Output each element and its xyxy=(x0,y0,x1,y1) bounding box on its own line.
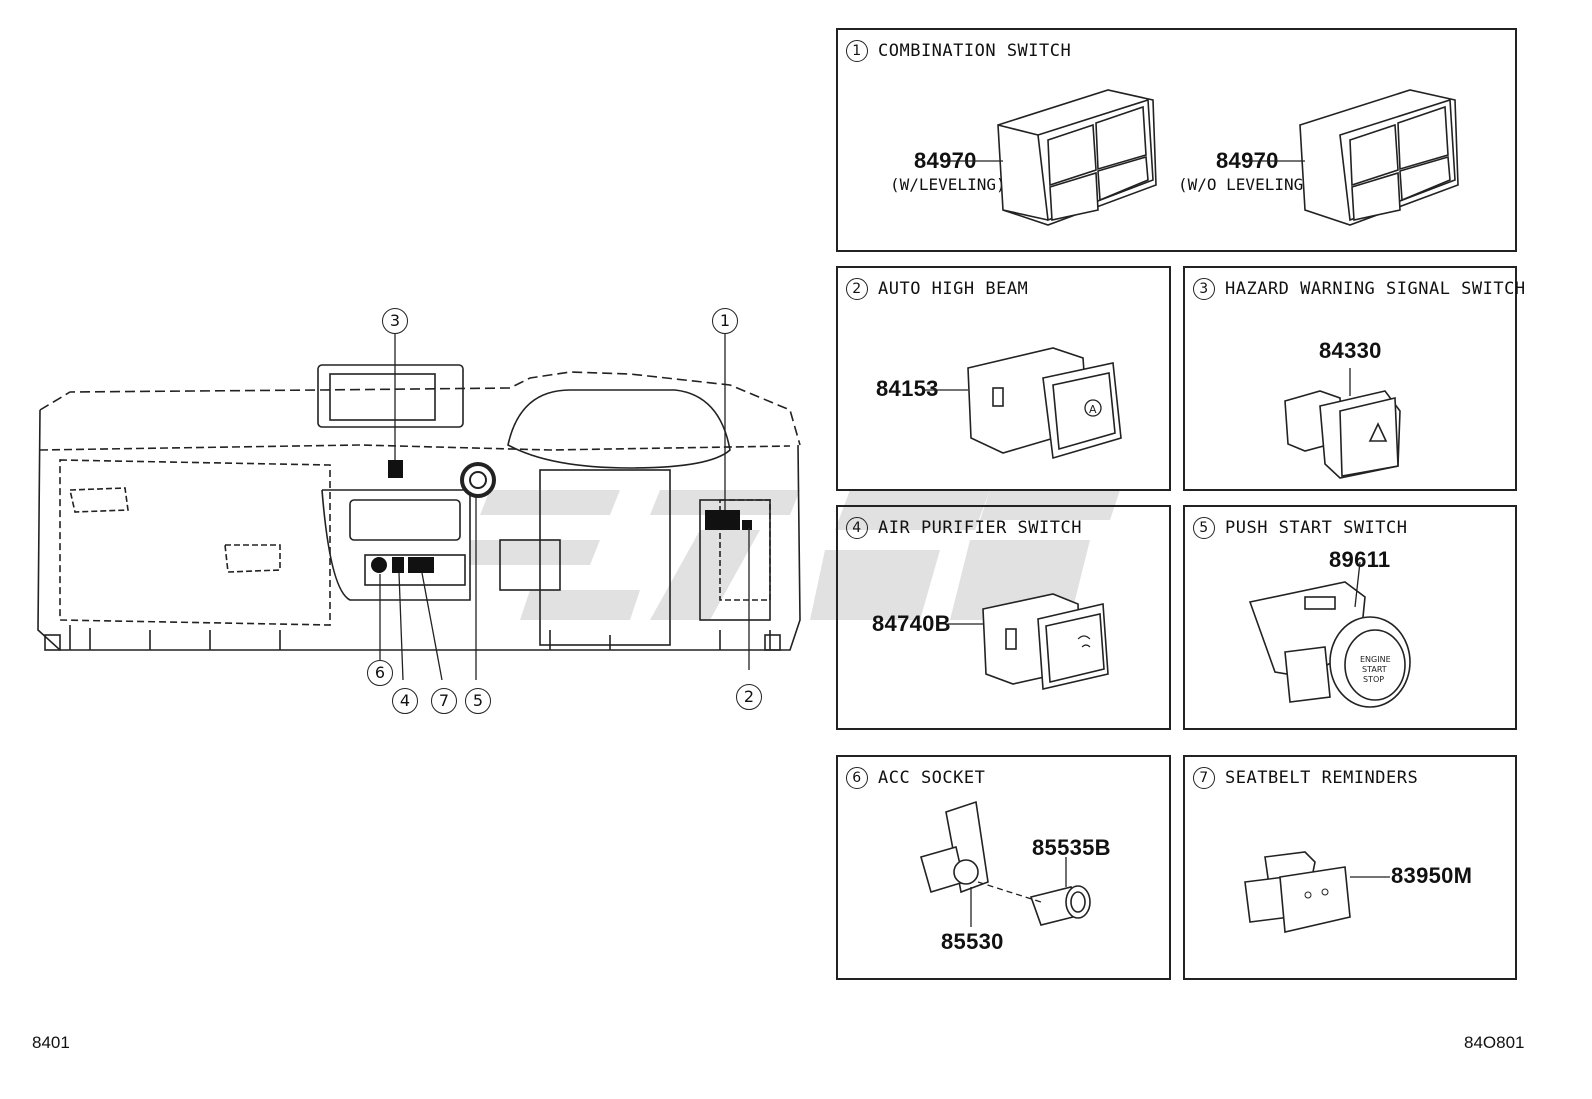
part-number: 83950M xyxy=(1391,863,1473,888)
svg-text:STOP: STOP xyxy=(1363,675,1384,684)
panel-number: 5 xyxy=(1193,517,1215,539)
panel-title-text: HAZARD WARNING SIGNAL SWITCH xyxy=(1225,279,1526,299)
panel-title: 4 AIR PURIFIER SWITCH xyxy=(846,517,1082,539)
panel-title: 2 AUTO HIGH BEAM xyxy=(846,278,1028,300)
panel-title-text: ACC SOCKET xyxy=(878,768,986,788)
push-start-switch-icon: ENGINE START STOP xyxy=(1248,561,1411,708)
part-number: 85535B xyxy=(1032,835,1111,860)
part-note: (W/O LEVELING) xyxy=(1178,175,1313,194)
svg-text:START: START xyxy=(1362,665,1387,674)
acc-socket-icon xyxy=(920,800,1091,927)
panel-number: 4 xyxy=(846,517,868,539)
panel-title-text: SEATBELT REMINDERS xyxy=(1225,768,1419,788)
dashboard-overview-drawing xyxy=(37,332,801,681)
auto-high-beam-switch-icon: A xyxy=(923,347,1122,460)
panel-hazard-warning-switch: 3 HAZARD WARNING SIGNAL SWITCH 84330 xyxy=(1183,266,1525,491)
footer-left-code: 8401 xyxy=(32,1033,70,1052)
panel-title-text: COMBINATION SWITCH xyxy=(878,41,1072,61)
hazard-switch-icon xyxy=(1284,368,1401,479)
callout-2: 2 xyxy=(736,684,762,710)
panel-air-purifier-switch: 4 AIR PURIFIER SWITCH 84740B xyxy=(836,505,1171,730)
panel-title: 3 HAZARD WARNING SIGNAL SWITCH xyxy=(1193,278,1526,300)
callout-1: 1 xyxy=(712,308,738,334)
part-number: 84330 xyxy=(1319,338,1382,363)
callout-7: 7 xyxy=(431,688,457,714)
panel-title: 6 ACC SOCKET xyxy=(846,767,985,789)
panel-combination-switch: 1 COMBINATION SWITCH 84970 (W/LEVELING) … xyxy=(836,28,1517,252)
combination-switch-icon xyxy=(943,89,1157,226)
air-purifier-switch-icon xyxy=(948,593,1109,690)
svg-text:A: A xyxy=(1089,403,1097,416)
part-number: 84740B xyxy=(872,611,951,636)
panel-number: 3 xyxy=(1193,278,1215,300)
panel-title-text: AUTO HIGH BEAM xyxy=(878,279,1029,299)
panel-number: 6 xyxy=(846,767,868,789)
panel-seatbelt-reminders: 7 SEATBELT REMINDERS 83950M xyxy=(1183,755,1517,980)
part-number: 85530 xyxy=(941,929,1004,954)
callout-4: 4 xyxy=(392,688,418,714)
seatbelt-reminder-icon xyxy=(1244,851,1390,933)
panel-number: 2 xyxy=(846,278,868,300)
panel-push-start-switch: 5 PUSH START SWITCH 89611 ENGINE START S… xyxy=(1183,505,1517,730)
panel-title: 5 PUSH START SWITCH xyxy=(1193,517,1408,539)
callout-6: 6 xyxy=(367,660,393,686)
svg-text:ENGINE: ENGINE xyxy=(1360,655,1391,664)
panel-acc-socket: 6 ACC SOCKET 85535B 85530 xyxy=(836,755,1171,980)
footer-right-code: 84O801 xyxy=(1464,1033,1525,1052)
panel-title-text: AIR PURIFIER SWITCH xyxy=(878,518,1082,538)
panel-title: 1 COMBINATION SWITCH xyxy=(846,40,1071,62)
panel-title: 7 SEATBELT REMINDERS xyxy=(1193,767,1418,789)
panel-title-text: PUSH START SWITCH xyxy=(1225,518,1408,538)
panel-number: 1 xyxy=(846,40,868,62)
panel-number: 7 xyxy=(1193,767,1215,789)
callout-5: 5 xyxy=(465,688,491,714)
combination-switch-icon xyxy=(1245,89,1459,226)
part-note: (W/LEVELING) xyxy=(890,175,1006,194)
part-number: 84153 xyxy=(876,376,939,401)
panel-auto-high-beam: 2 AUTO HIGH BEAM 84153 A xyxy=(836,266,1171,491)
callout-3: 3 xyxy=(382,308,408,334)
